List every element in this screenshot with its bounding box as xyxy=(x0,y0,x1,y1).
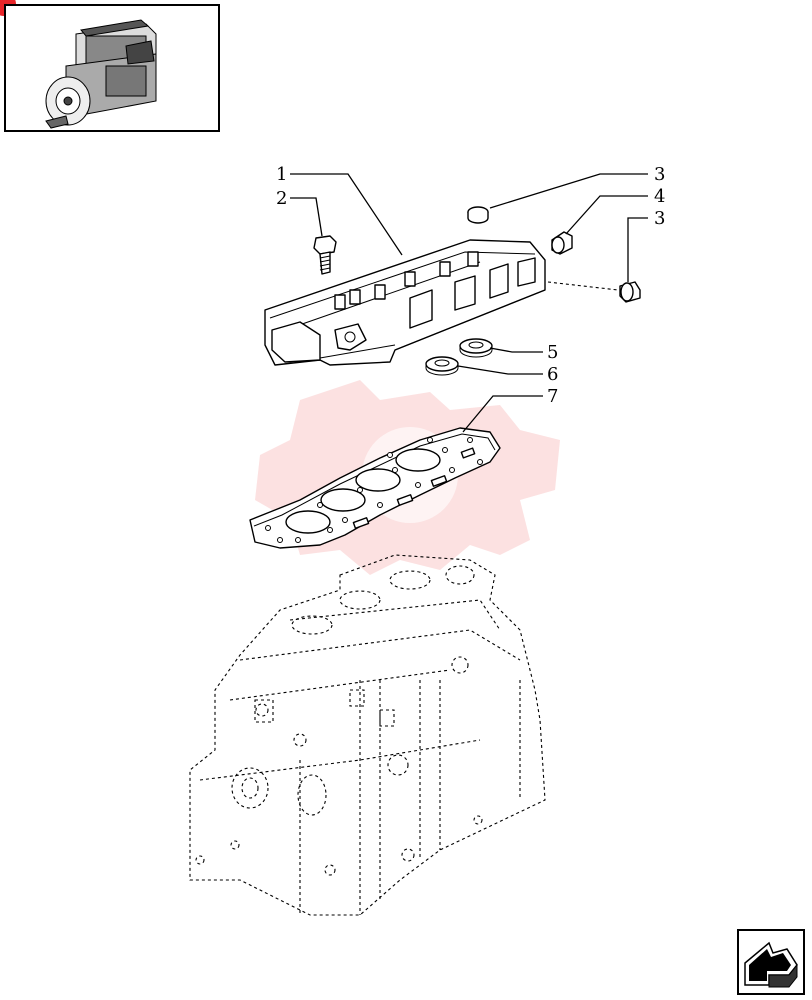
callout-6: 6 xyxy=(547,364,558,385)
engine-block-reference xyxy=(189,554,546,916)
plug-part-side[interactable] xyxy=(619,281,641,303)
callout-4: 4 xyxy=(654,186,665,207)
leader-lines xyxy=(290,173,648,433)
washer-part-5[interactable] xyxy=(459,338,493,358)
callout-5: 5 xyxy=(547,342,558,363)
cap-part[interactable] xyxy=(551,231,573,255)
bolt-part[interactable] xyxy=(313,235,337,275)
engine-thumbnail-icon xyxy=(45,19,157,129)
head-gasket-part[interactable] xyxy=(249,427,501,549)
callout-3-top: 3 xyxy=(654,164,665,185)
next-page-arrow-icon xyxy=(744,941,798,988)
cylinder-head-part[interactable] xyxy=(264,239,546,366)
alignment-line xyxy=(547,281,619,291)
callout-2: 2 xyxy=(276,188,287,209)
next-page-button[interactable] xyxy=(737,929,805,995)
engine-thumbnail[interactable] xyxy=(4,4,220,132)
washer-part-6[interactable] xyxy=(425,356,459,376)
callout-1: 1 xyxy=(276,164,287,185)
callout-3-side: 3 xyxy=(654,208,665,229)
plug-part-top[interactable] xyxy=(467,206,489,224)
callout-7: 7 xyxy=(547,386,558,407)
